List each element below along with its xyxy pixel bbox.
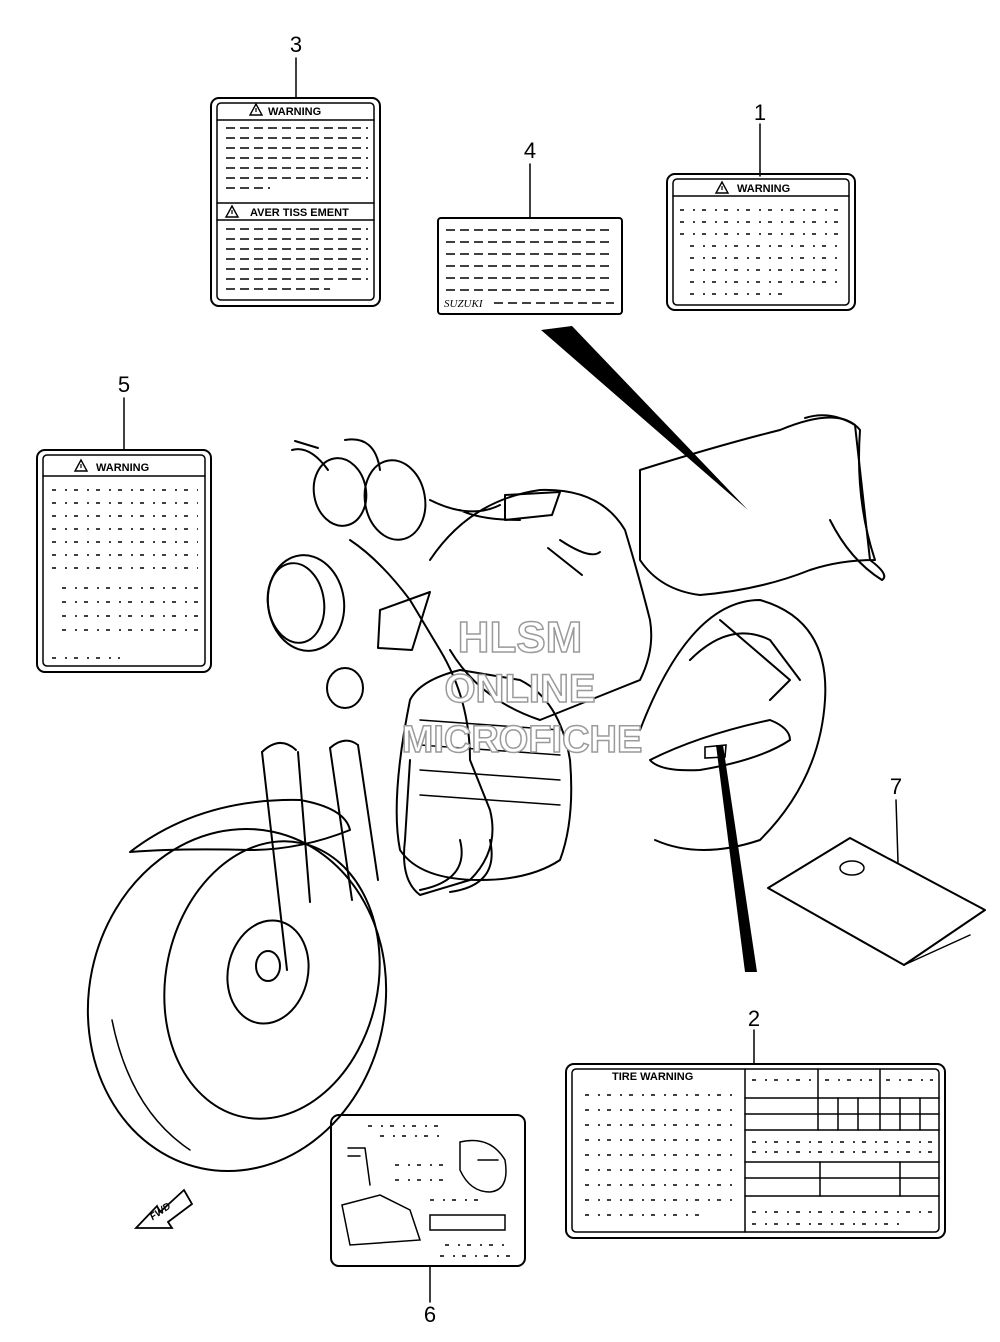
- warning-triangle-icon: [714, 180, 730, 194]
- leader-line-7: [895, 799, 899, 863]
- front-axle: [255, 950, 281, 982]
- front-tire: [86, 827, 388, 1173]
- label-6: 6: [330, 1114, 526, 1327]
- engine: [395, 669, 573, 881]
- rear-shock: [719, 619, 791, 701]
- seat: [639, 416, 876, 596]
- label-1-heading: WARNING: [737, 183, 790, 195]
- watermark-line-1: HLSM: [458, 613, 583, 662]
- pointer-to-frame: [716, 745, 757, 972]
- callout-3: 3: [290, 32, 302, 57]
- front-hub: [226, 919, 310, 1025]
- label-3-heading-2: AVER TISS EMENT: [250, 207, 349, 219]
- label-2-heading: TIRE WARNING: [612, 1071, 693, 1083]
- front-rim: [163, 840, 381, 1120]
- label-3: 3 WARNING AVER TISS EMENT: [210, 32, 381, 307]
- warning-triangle-icon: [248, 102, 264, 116]
- label-6-border: [330, 1114, 526, 1267]
- tail-cowl: [804, 414, 886, 581]
- label-2-border: [565, 1063, 946, 1239]
- callout-4: 4: [524, 138, 536, 163]
- exhaust-header: [419, 839, 493, 893]
- fuel-cap: [504, 491, 561, 521]
- pointer-to-seat: [541, 326, 748, 510]
- label-2-text-lines: [585, 1094, 738, 1216]
- label-3-heading: WARNING: [268, 106, 321, 118]
- watermark: HLSM ONLINE MICROFICHE: [401, 612, 643, 762]
- rear-wheel: [639, 599, 827, 851]
- front-fender: [129, 798, 351, 853]
- warning-triangle-icon: [224, 204, 240, 218]
- label-3-text-lines: [226, 127, 368, 189]
- frame-label-spot: [704, 744, 727, 759]
- label-5: 5 WARNING: [36, 372, 212, 673]
- label-7-sheet: [767, 837, 986, 966]
- label-7: 7: [767, 774, 986, 966]
- motorcycle-outline: [86, 414, 886, 1173]
- label-1: 1 WARNING: [666, 100, 856, 311]
- label-1-text-lines: [680, 209, 842, 295]
- label-2: 2 TIRE WARNING: [565, 1006, 946, 1239]
- callout-5: 5: [118, 372, 130, 397]
- headlight: [266, 554, 346, 652]
- label-1-border: [666, 173, 856, 311]
- side-cover: [377, 591, 431, 651]
- handlebar: [291, 438, 521, 521]
- watermark-line-3: MICROFICHE: [402, 719, 643, 761]
- callout-6: 6: [424, 1302, 436, 1327]
- rear-fender: [649, 719, 791, 772]
- tachometer: [363, 459, 427, 541]
- canister-icon: [429, 1214, 506, 1231]
- callout-1: 1: [754, 100, 766, 125]
- callout-2: 2: [748, 1006, 760, 1031]
- label-3-text-lines-2: [226, 228, 368, 290]
- label-4: 4 SUZUKI: [437, 138, 623, 315]
- speedometer: [312, 457, 368, 527]
- fuel-tank-icon: [459, 1139, 507, 1193]
- warning-triangle-icon: [73, 458, 89, 472]
- engine-icon: [341, 1194, 422, 1246]
- label-5-border: [36, 449, 212, 673]
- label-3-border: [210, 97, 381, 307]
- label-2-table: [744, 1068, 940, 1233]
- label-4-border: [437, 217, 623, 315]
- front-turn-signal: [326, 667, 364, 709]
- frame-front: [349, 539, 494, 896]
- label-4-brand: SUZUKI: [444, 298, 484, 310]
- label-5-heading: WARNING: [96, 462, 149, 474]
- front-fork: [261, 744, 379, 971]
- label-5-text-lines: [52, 489, 198, 659]
- callout-7: 7: [890, 774, 902, 799]
- label-6-schematic: [341, 1125, 510, 1257]
- watermark-line-2: ONLINE: [444, 667, 595, 711]
- forward-arrow: FWD: [133, 1188, 194, 1229]
- label-4-text-lines: [446, 229, 614, 304]
- fuel-tank: [429, 488, 653, 721]
